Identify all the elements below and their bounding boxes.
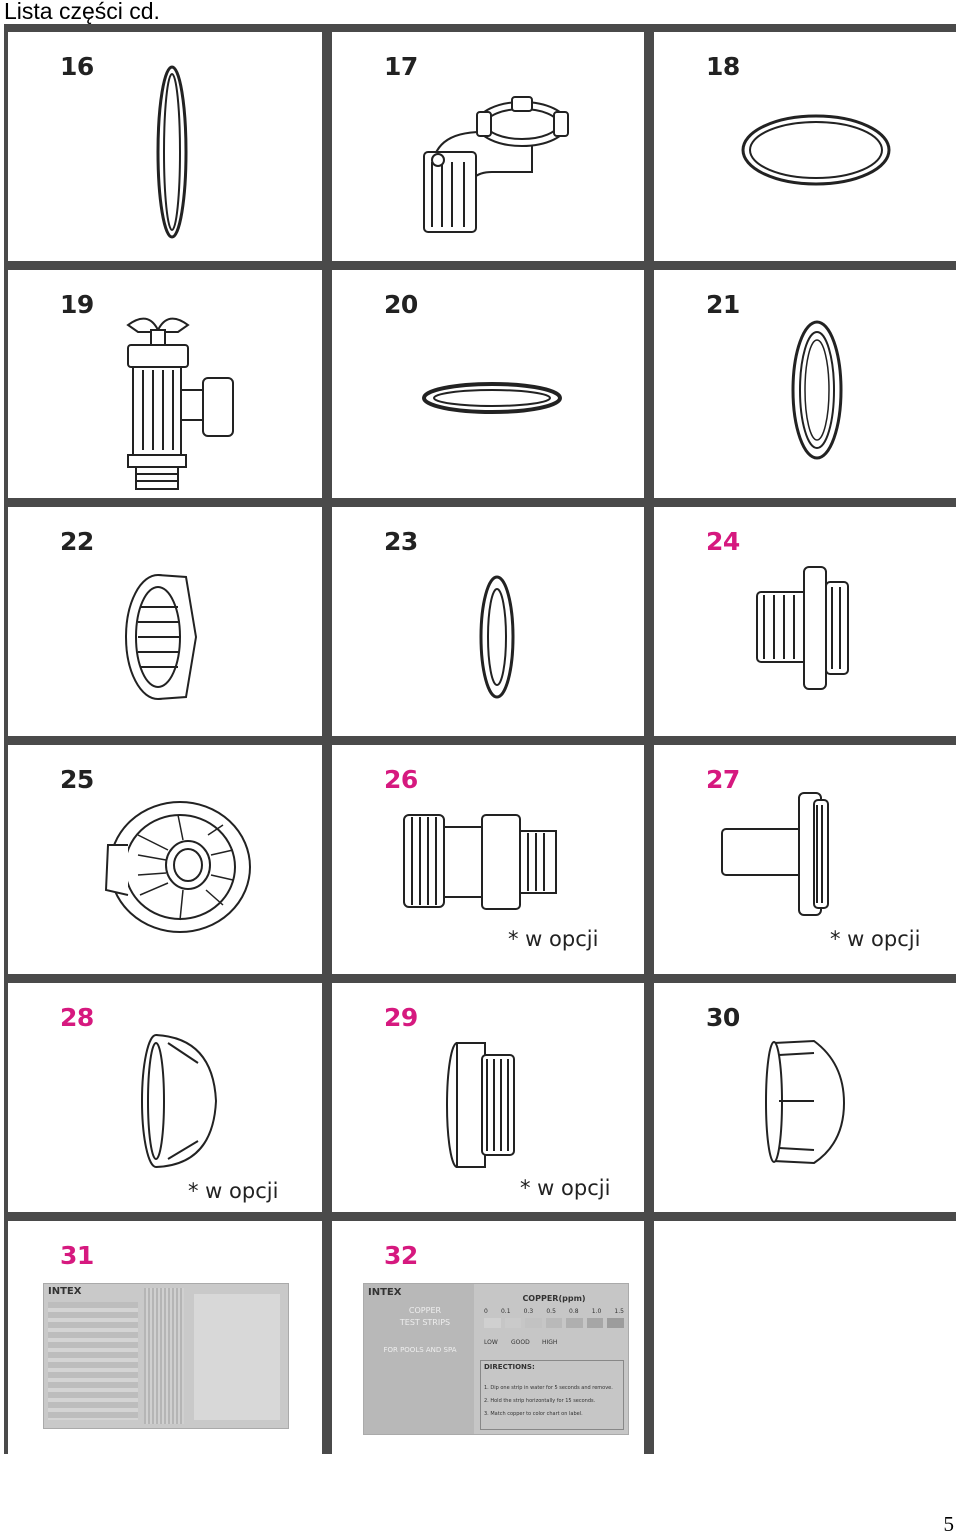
- part-number: 16: [60, 52, 94, 81]
- color-chart: [194, 1294, 280, 1420]
- part-number: 32: [384, 1241, 418, 1270]
- optional-note: * w opcji: [508, 927, 599, 951]
- instructions-block: [48, 1302, 138, 1420]
- part-number: 19: [60, 290, 94, 319]
- high-label: HIGH: [542, 1339, 558, 1346]
- part-cell-19: 19: [8, 270, 322, 498]
- directions-box: DIRECTIONS: 1. Dip one strip in water fo…: [480, 1360, 624, 1430]
- washer-vertical-icon: [791, 320, 843, 460]
- left-panel: INTEX COPPER TEST STRIPS FOR POOLS AND S…: [364, 1284, 474, 1434]
- o-ring-flat-icon: [741, 114, 891, 186]
- text-column: [144, 1288, 184, 1424]
- part-number: 20: [384, 290, 418, 319]
- elbow-connector-icon: [423, 96, 569, 233]
- part-cell-17: 17: [332, 32, 644, 261]
- strainer-connector-icon: [756, 566, 849, 690]
- part-number: 25: [60, 765, 94, 794]
- good-label: GOOD: [511, 1339, 530, 1346]
- scale-value: 0: [484, 1308, 488, 1315]
- o-ring-vertical-icon: [156, 65, 188, 239]
- copper-test-strips-label-icon: INTEX COPPER TEST STRIPS FOR POOLS AND S…: [363, 1283, 629, 1435]
- part-number: 29: [384, 1003, 418, 1032]
- optional-note: * w opcji: [188, 1179, 279, 1203]
- part-cell-25: 25: [8, 745, 322, 974]
- empty-cell: [654, 1221, 956, 1454]
- plug-adapter-icon: [721, 792, 829, 916]
- part-number: 26: [384, 765, 418, 794]
- part-number: 27: [706, 765, 740, 794]
- copper-scale: 0 0.1 0.3 0.5 0.8 1.0 1.5: [484, 1308, 624, 1315]
- optional-note: * w opcji: [830, 927, 921, 951]
- gasket-flat-icon: [422, 382, 562, 414]
- cap-icon: [765, 1039, 846, 1165]
- part-cell-23: 23: [332, 507, 644, 736]
- part-number: 24: [706, 527, 740, 556]
- part-cell-18: 18: [654, 32, 956, 261]
- part-cell-29: 29 * w opcji: [332, 983, 644, 1212]
- part-cell-28: 28 * w opcji: [8, 983, 322, 1212]
- part-number: 21: [706, 290, 740, 319]
- part-cell-30: 30: [654, 983, 956, 1212]
- part-cell-16: 16: [8, 32, 322, 261]
- brand-logo: INTEX: [48, 1286, 82, 1297]
- scale-value: 0.3: [523, 1308, 534, 1315]
- part-number: 17: [384, 52, 418, 81]
- brand-logo: INTEX: [368, 1287, 402, 1298]
- direction-step-1: 1. Dip one strip in water for 5 seconds …: [484, 1385, 613, 1391]
- part-cell-32: 32 INTEX COPPER TEST STRIPS FOR POOLS AN…: [332, 1221, 644, 1454]
- part-cell-24: 24: [654, 507, 956, 736]
- part-cell-31: 31 INTEX: [8, 1221, 322, 1454]
- direction-step-3: 3. Match copper to color chart on label.: [484, 1411, 583, 1417]
- part-number: 23: [384, 527, 418, 556]
- strainer-cap-icon: [141, 1034, 218, 1168]
- product-line-3: FOR POOLS AND SPA: [383, 1346, 457, 1354]
- threaded-strainer-icon: [446, 1042, 515, 1168]
- scale-value: 0.1: [500, 1308, 511, 1315]
- part-cell-26: 26 * w opcji: [332, 745, 644, 974]
- page-number: 5: [943, 1512, 955, 1536]
- part-number: 30: [706, 1003, 740, 1032]
- part-number: 28: [60, 1003, 94, 1032]
- part-cell-22: 22: [8, 507, 322, 736]
- product-line-1: COPPER: [408, 1306, 442, 1315]
- flat-washer-icon: [479, 575, 515, 699]
- directions-title: DIRECTIONS:: [484, 1363, 535, 1371]
- plunger-valve-icon: [126, 317, 234, 490]
- product-line-2: TEST STRIPS: [399, 1318, 451, 1327]
- part-number: 18: [706, 52, 740, 81]
- part-number: 22: [60, 527, 94, 556]
- test-strips-label-icon: INTEX: [43, 1283, 289, 1429]
- optional-note: * w opcji: [520, 1176, 611, 1200]
- chart-title: COPPER(ppm): [522, 1294, 586, 1303]
- nut-icon: [125, 574, 198, 700]
- hose-adapter-icon: [403, 814, 557, 910]
- scale-value: 1.0: [591, 1308, 602, 1315]
- scale-value: 0.8: [569, 1308, 579, 1315]
- part-cell-27: 27 * w opcji: [654, 745, 956, 974]
- scale-value: 1.5: [614, 1308, 624, 1315]
- parts-grid: 16 17 18 19: [4, 24, 956, 1454]
- direction-step-2: 2. Hold the strip horizontally for 15 se…: [484, 1398, 596, 1404]
- low-label: LOW: [484, 1339, 498, 1346]
- part-cell-21: 21: [654, 270, 956, 498]
- part-number: 31: [60, 1241, 94, 1270]
- strainer-grid-icon: [104, 801, 251, 933]
- part-cell-20: 20: [332, 270, 644, 498]
- color-swatches: [484, 1318, 625, 1328]
- scale-value: 0.5: [546, 1308, 556, 1315]
- page-title: Lista części cd.: [4, 0, 160, 24]
